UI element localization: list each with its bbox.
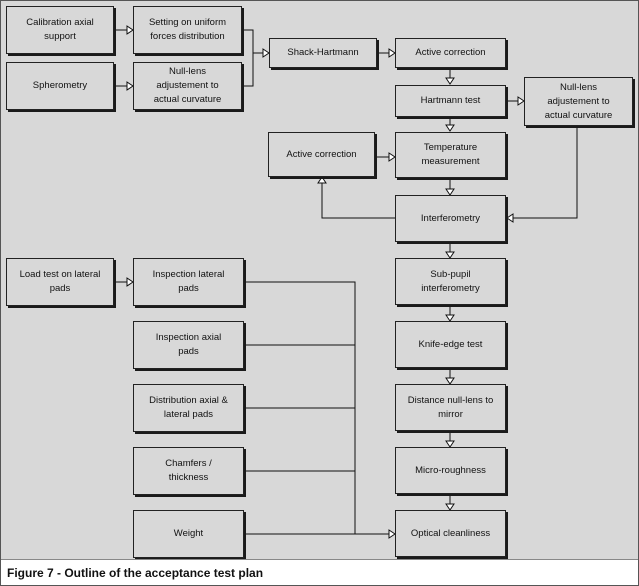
node-hartmann: Hartmann test [395,85,506,117]
node-temperature: Temperature measurement [395,132,506,178]
node-subpupil: Sub-pupil interferometry [395,258,506,305]
node-optical: Optical cleanliness [395,510,506,557]
node-weight: Weight [133,510,244,558]
arrowhead-knife [445,314,455,322]
arrowhead-subpupil [445,251,455,259]
arrowhead-nulllens2 [517,96,525,106]
edge-setting-nulllens1-shack [242,29,263,87]
node-setting: Setting on uniform forces distribution [133,6,242,54]
node-inspaxial: Inspection axial pads [133,321,244,369]
arrowhead-activecorr2 [317,176,327,184]
node-calibration: Calibration axial support [6,6,114,54]
node-spherometry: Spherometry [6,62,114,110]
arrowhead-temperature [445,124,455,132]
arrowhead-interferometry-right [506,213,514,223]
node-insplateral: Inspection lateral pads [133,258,244,306]
edge-interferometry-activecorr2 [321,183,395,219]
arrowhead-optical-left [388,529,396,539]
arrowhead-temperature-left [388,152,396,162]
edge-inspection-group-optical [244,281,389,535]
node-activecorr1: Active correction [395,38,506,68]
arrowhead-hartmann [445,77,455,85]
arrowhead-nulllens1 [126,81,134,91]
arrowhead-shack [262,48,270,58]
arrowhead-interferometry [445,188,455,196]
node-nulllens2: Null-lens adjustement to actual curvatur… [524,77,633,126]
edge-nulllens2-interferometry [513,126,578,219]
node-micro: Micro-roughness [395,447,506,494]
arrowhead-optical [445,503,455,511]
node-shack: Shack-Hartmann [269,38,377,68]
node-chamfers: Chamfers / thickness [133,447,244,495]
arrowhead-distance [445,377,455,385]
diagram-connectors [114,25,578,539]
node-distance: Distance null-lens to mirror [395,384,506,431]
arrowhead-micro [445,440,455,448]
node-interferometry: Interferometry [395,195,506,242]
arrowhead-activecorr1 [388,48,396,58]
node-loadtest: Load test on lateral pads [6,258,114,306]
arrowhead-insplateral [126,277,134,287]
node-nulllens1: Null-lens adjustement to actual curvatur… [133,62,242,110]
arrowhead-setting [126,25,134,35]
node-activecorr2: Active correction [268,132,375,177]
node-distribution: Distribution axial & lateral pads [133,384,244,432]
node-knife: Knife-edge test [395,321,506,368]
figure-caption: Figure 7 - Outline of the acceptance tes… [1,559,638,585]
